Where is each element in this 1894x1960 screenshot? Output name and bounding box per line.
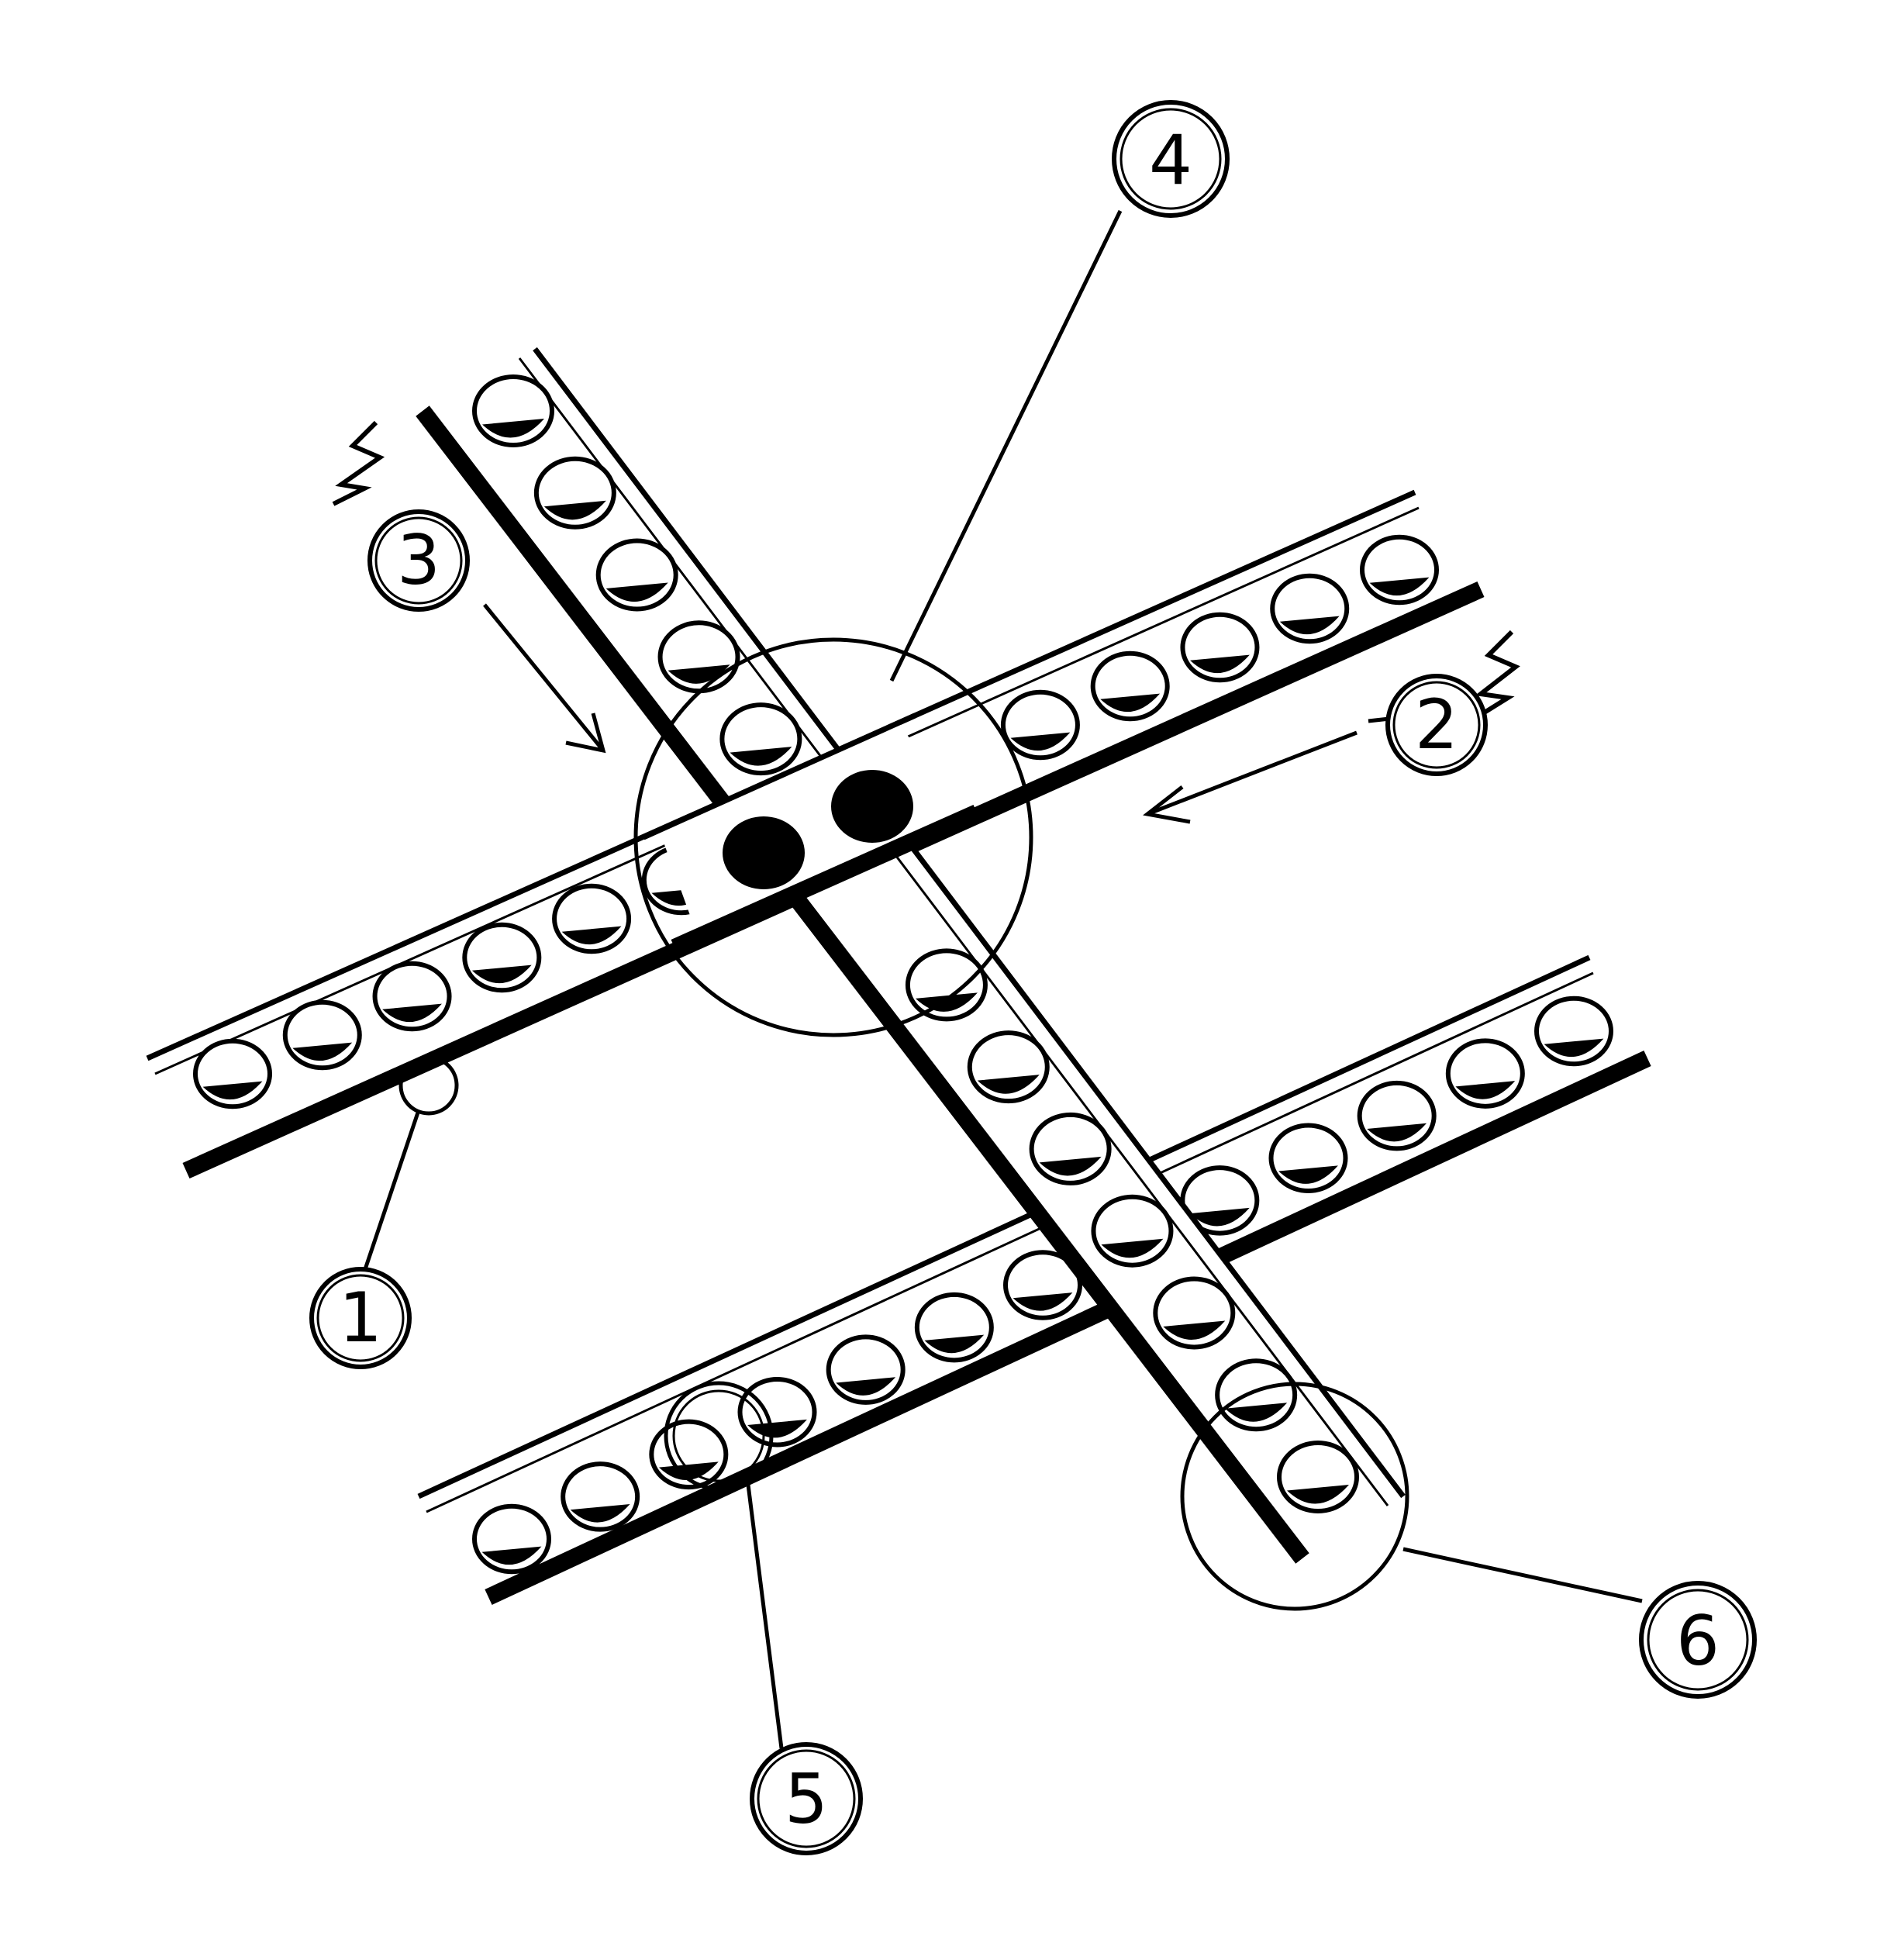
strip-end-highlight [1180,1382,1409,1611]
callout-4-label: 4 [1149,120,1192,200]
arrow-3 [483,603,606,754]
strip-a-overlap-holes [723,770,913,889]
strip-hole-shadow [1010,732,1071,751]
strip-hole-shadow [1278,1165,1338,1184]
strip-b-left-edge [416,405,1309,1564]
strip-hole-shadow [1279,616,1340,635]
strip-a-holes [193,534,1439,1109]
strip-hole-shadow [1544,1038,1604,1058]
strip-hole-shadow [1367,1123,1427,1142]
strip-hole-shadow [977,1075,1040,1094]
strip-c-top-edge [417,954,1591,1499]
leader-1 [362,1109,421,1272]
strip-hole-shadow [1225,1403,1288,1422]
lightning-icon-left [332,420,385,506]
strip-c-bottom-edge [485,1051,1651,1605]
strip-b-right-edge [533,347,1406,1499]
edge-point-highlight [398,1055,459,1116]
strip-hole-shadow [482,419,544,438]
lightning-icon-right [1475,630,1520,719]
strip-hole-shadow [1287,1485,1349,1504]
callout-1: 1 [309,1267,412,1369]
strip-hole-shadow [1369,577,1430,596]
strip-hole-shadow [1190,654,1250,674]
strip-hole-shadow [1013,1292,1073,1311]
strip-hole-shadow [481,1546,542,1565]
strip-hole-shadow [1101,1238,1164,1258]
strip-hole-shadow [1100,693,1161,713]
strip-b-holes [472,374,1359,1513]
strip-hole-shadow [1189,1207,1250,1227]
strip-hole-shadow [1163,1320,1226,1341]
strip-b [416,347,1406,1564]
callout-5: 5 [750,1742,863,1855]
leader-4 [889,209,1123,682]
strip-hole-shadow [543,500,606,520]
strip-hole [831,770,913,843]
strip-hole-shadow [382,1003,442,1023]
strip-hole-shadow [570,1504,630,1523]
arrow-2 [1143,730,1358,824]
lower-hole-highlight-inner [672,1389,765,1482]
leader-5 [746,1484,784,1749]
strip-hole-shadow [202,1081,263,1100]
strip-hole [723,816,805,889]
strip-hole-shadow [924,1334,985,1354]
strip-hole-shadow [471,964,532,984]
strip-hole-shadow [836,1377,896,1396]
center-crossing-highlight [633,637,1033,1037]
callout-3-label: 3 [397,520,440,600]
strip-hole-shadow [605,582,668,602]
strip-a-overlap-bottom-edge [671,804,981,956]
callout-5-label: 5 [785,1759,828,1839]
strip-hole-shadow [561,926,622,945]
callout-6: 6 [1639,1581,1757,1699]
strip-a-overlap-top-edge [642,713,916,840]
callout-3: 3 [367,509,470,612]
callout-6-label: 6 [1676,1601,1720,1681]
strip-hole-shadow [1039,1156,1102,1176]
callout-2-label: 2 [1415,685,1458,764]
strip-hole-shadow [668,664,730,684]
strip-hole-shadow [1455,1081,1516,1099]
callout-1-label: 1 [339,1278,382,1358]
callout-4: 4 [1112,100,1230,218]
lower-hole-highlight [664,1381,774,1491]
leader-6 [1402,1547,1643,1603]
callout-2: 2 [1385,674,1488,776]
strip-hole-shadow [292,1042,353,1061]
strip-hole-shadow [730,747,792,766]
strip-hole-shadow [915,992,978,1012]
strip-c-top-edge-inner [426,971,1594,1513]
strip-a-overlap [642,713,981,956]
